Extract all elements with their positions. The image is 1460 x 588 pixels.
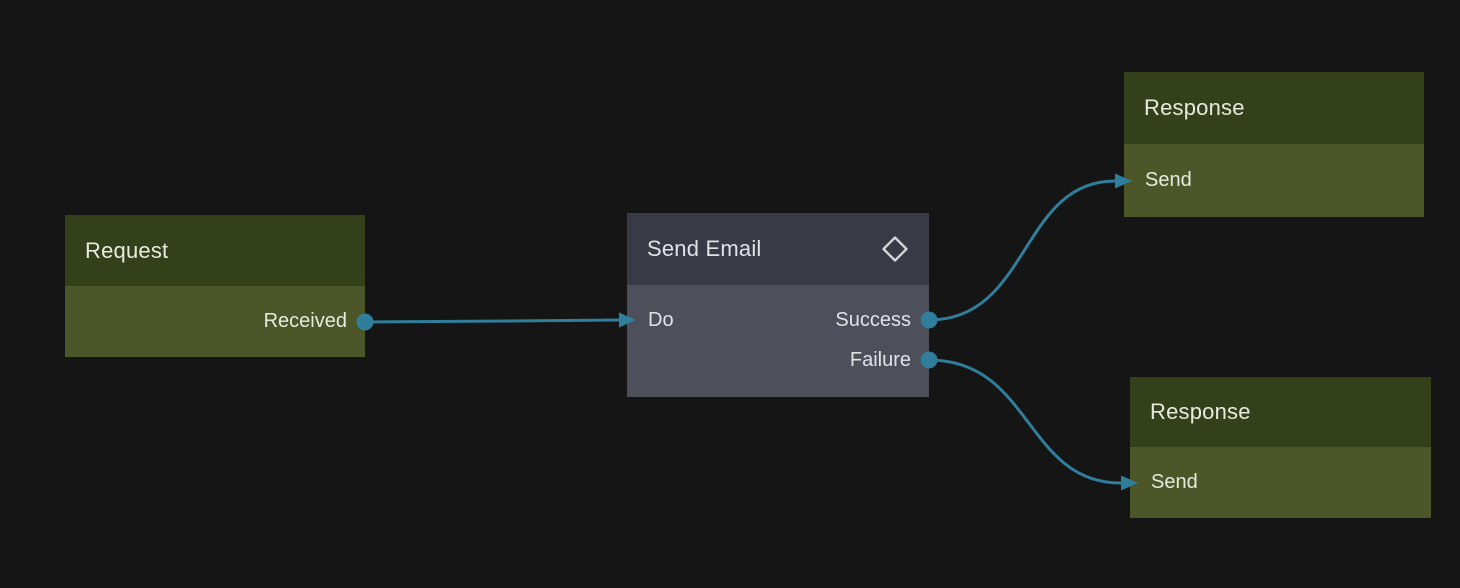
- node-send-email-header[interactable]: Send Email: [627, 213, 929, 285]
- node-response-bottom-body: Send: [1130, 447, 1431, 518]
- arrowhead-response-top-send: [1115, 173, 1132, 189]
- edge-failure-to-response-bottom[interactable]: [928, 358, 1122, 485]
- node-response-top-header[interactable]: Response: [1124, 72, 1424, 144]
- port-success[interactable]: [920, 311, 938, 329]
- arrowhead-do: [619, 312, 636, 328]
- node-title: Request: [85, 237, 169, 263]
- arrowhead-response-bottom-send: [1121, 475, 1138, 491]
- node-request-body: Received: [65, 286, 365, 357]
- edge-success-to-response-top[interactable]: [928, 179, 1116, 322]
- input-port-label-do: Do: [648, 308, 674, 331]
- output-port-label-received: Received: [263, 310, 347, 332]
- output-port-label-failure: Failure: [849, 348, 911, 371]
- input-port-label-send: Send: [1151, 471, 1198, 493]
- input-port-label-send: Send: [1145, 169, 1192, 191]
- node-send-email[interactable]: Send Email Do Success Failure: [627, 213, 929, 397]
- port-received[interactable]: [356, 313, 374, 331]
- node-title: Response: [1144, 95, 1245, 120]
- node-request-header[interactable]: Request: [65, 215, 365, 286]
- node-title: Response: [1150, 399, 1251, 424]
- edge-received-to-do[interactable]: [364, 318, 621, 324]
- node-response-top-body: Send: [1124, 144, 1424, 217]
- node-title: Send Email: [647, 236, 762, 261]
- output-port-label-success: Success: [835, 308, 911, 331]
- diamond-icon: [881, 235, 909, 263]
- node-send-email-body: Do Success Failure: [627, 285, 929, 397]
- node-response-bottom-header[interactable]: Response: [1130, 377, 1431, 447]
- node-request[interactable]: Request Received: [65, 215, 365, 357]
- port-failure[interactable]: [920, 351, 938, 369]
- node-response-top[interactable]: Response Send: [1124, 72, 1424, 217]
- node-response-bottom[interactable]: Response Send: [1130, 377, 1431, 518]
